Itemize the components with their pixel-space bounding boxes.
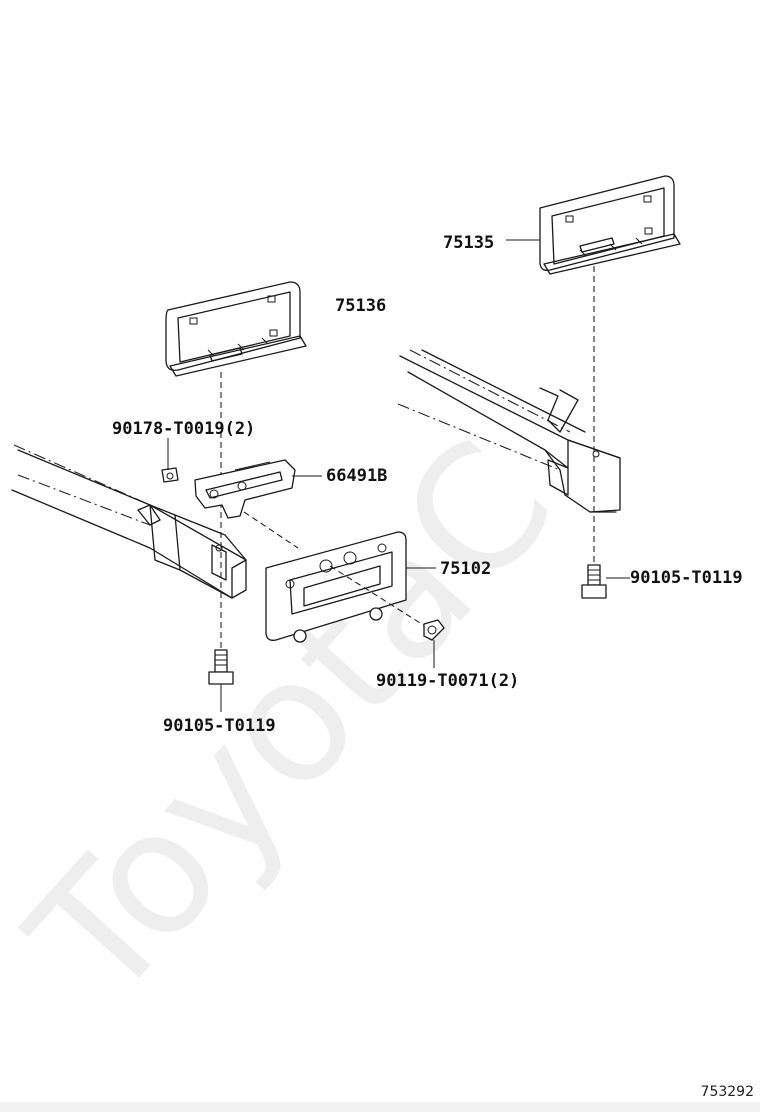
- side-bolt-icon: [423, 619, 445, 641]
- rear-plate-frame: [539, 175, 681, 275]
- label-90119-t0071: 90119-T0071(2): [376, 671, 519, 691]
- bracket-part: [194, 459, 296, 519]
- front-plate-frame: [165, 281, 307, 377]
- label-75135: 75135: [443, 233, 494, 253]
- right-bumper-beam: [397, 349, 621, 513]
- label-90105-t0119-left: 90105-T0119: [163, 716, 276, 736]
- plate-bracket-part: [265, 531, 407, 643]
- label-90178-t0019: 90178-T0019(2): [112, 419, 255, 439]
- clip-nut-icon: [161, 467, 179, 483]
- label-75136: 75136: [335, 296, 386, 316]
- watermark: ToyotaC: [0, 405, 591, 1038]
- label-75102: 75102: [440, 559, 491, 579]
- right-bolt-icon: [581, 564, 607, 599]
- label-66491b: 66491B: [326, 466, 387, 486]
- left-bumper-beam: [11, 444, 247, 599]
- footer-bar: [0, 1102, 760, 1112]
- reference-number: 753292: [700, 1084, 754, 1100]
- left-bolt-icon: [208, 649, 234, 685]
- label-90105-t0119-right: 90105-T0119: [630, 568, 743, 588]
